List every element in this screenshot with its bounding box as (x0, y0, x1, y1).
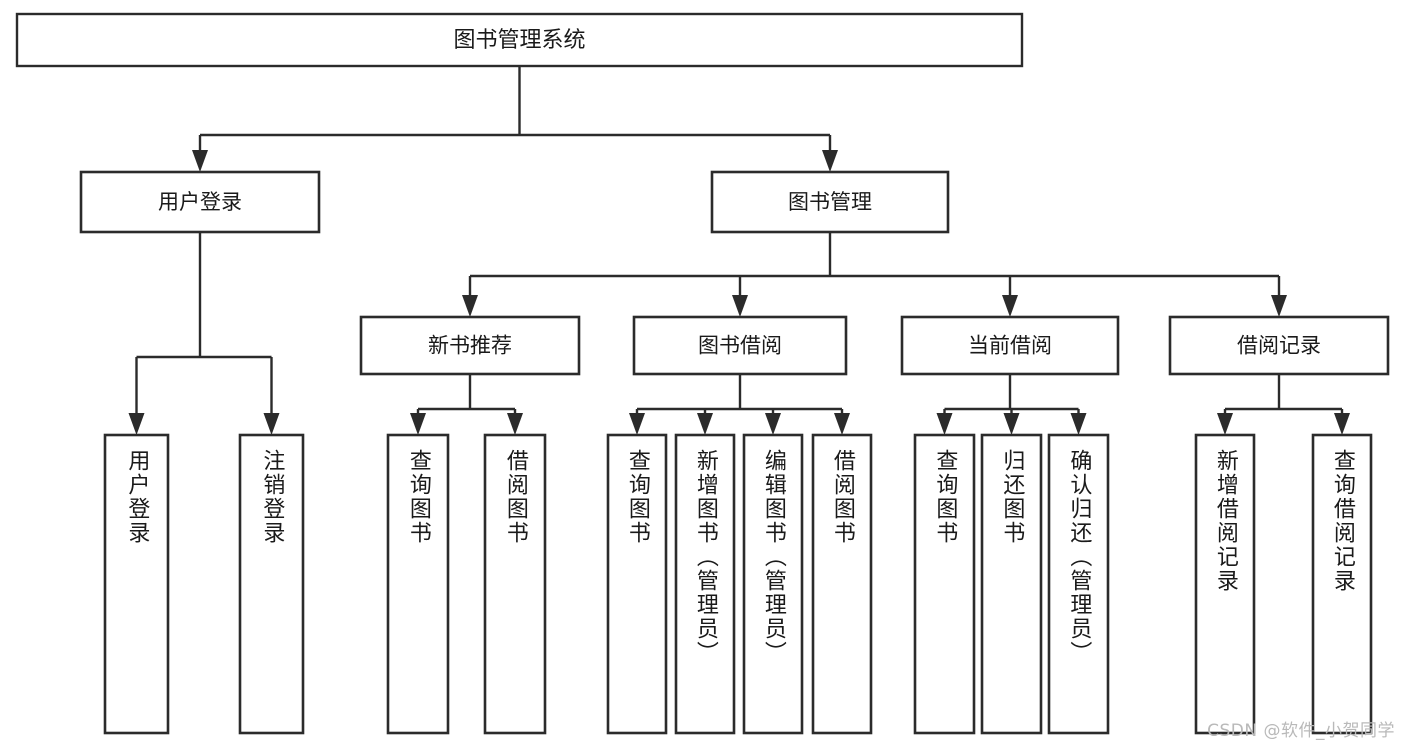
leaf-box-leaf-return-book[interactable] (980, 433, 1043, 735)
leaf-box-leaf-add-book-admin[interactable] (674, 433, 736, 735)
node-box-root[interactable] (15, 12, 1024, 68)
node-box-new-book-recommend[interactable] (359, 315, 581, 376)
book-mgmt-arrow-3 (1271, 295, 1287, 317)
new-book-arrow-1 (507, 413, 523, 435)
node-box-layer (15, 12, 1390, 735)
watermark-text: CSDN @软件_小贺同学 (1207, 721, 1395, 741)
leaf-box-leaf-add-record[interactable] (1194, 433, 1256, 735)
book-mgmt-arrow-1 (732, 295, 748, 317)
current-borrow-arrow-1 (1003, 413, 1020, 435)
node-label-user-login: 用户登录 (158, 190, 242, 214)
root-arrow-0 (192, 150, 208, 172)
leaf-box-leaf-logout[interactable] (238, 433, 305, 735)
node-box-current-borrow[interactable] (900, 315, 1120, 376)
node-box-borrow-record[interactable] (1168, 315, 1390, 376)
borrow-record-arrow-0 (1217, 413, 1233, 435)
leaf-box-leaf-borrow-book-rec[interactable] (483, 433, 547, 735)
node-label-book-borrow: 图书借阅 (698, 334, 782, 358)
node-box-user-login[interactable] (79, 170, 321, 234)
node-label-new-book-recommend: 新书推荐 (428, 334, 512, 358)
book-mgmt-arrow-0 (462, 295, 478, 317)
user-login-arrow-0 (128, 413, 145, 435)
user-login-arrow-1 (263, 413, 280, 435)
leaf-box-leaf-borrow-book[interactable] (811, 433, 873, 735)
book-borrow-arrow-2 (765, 413, 781, 435)
leaf-box-leaf-edit-book-admin[interactable] (742, 433, 804, 735)
current-borrow-arrow-2 (1070, 413, 1087, 435)
root-arrow-1 (822, 150, 838, 172)
node-label-borrow-record: 借阅记录 (1237, 334, 1321, 358)
node-box-book-management[interactable] (710, 170, 950, 234)
node-label-root: 图书管理系统 (453, 28, 585, 53)
node-label-current-borrow: 当前借阅 (968, 334, 1052, 358)
book-borrow-arrow-1 (697, 413, 713, 435)
node-label-book-management: 图书管理 (788, 190, 872, 214)
leaf-box-leaf-query-record[interactable] (1311, 433, 1373, 735)
current-borrow-arrow-0 (936, 413, 953, 435)
leaf-box-leaf-user-login[interactable] (103, 433, 170, 735)
book-borrow-arrow-3 (834, 413, 850, 435)
leaf-box-leaf-query-book[interactable] (606, 433, 668, 735)
leaf-box-leaf-confirm-return-admin[interactable] (1047, 433, 1110, 735)
book-mgmt-arrow-2 (1002, 295, 1018, 317)
leaf-box-leaf-query-book-cur[interactable] (913, 433, 976, 735)
connector-layer (128, 66, 1350, 435)
node-box-book-borrow[interactable] (632, 315, 848, 376)
leaf-box-leaf-query-book-rec[interactable] (386, 433, 450, 735)
new-book-arrow-0 (410, 413, 426, 435)
book-borrow-arrow-0 (629, 413, 645, 435)
borrow-record-arrow-1 (1334, 413, 1350, 435)
